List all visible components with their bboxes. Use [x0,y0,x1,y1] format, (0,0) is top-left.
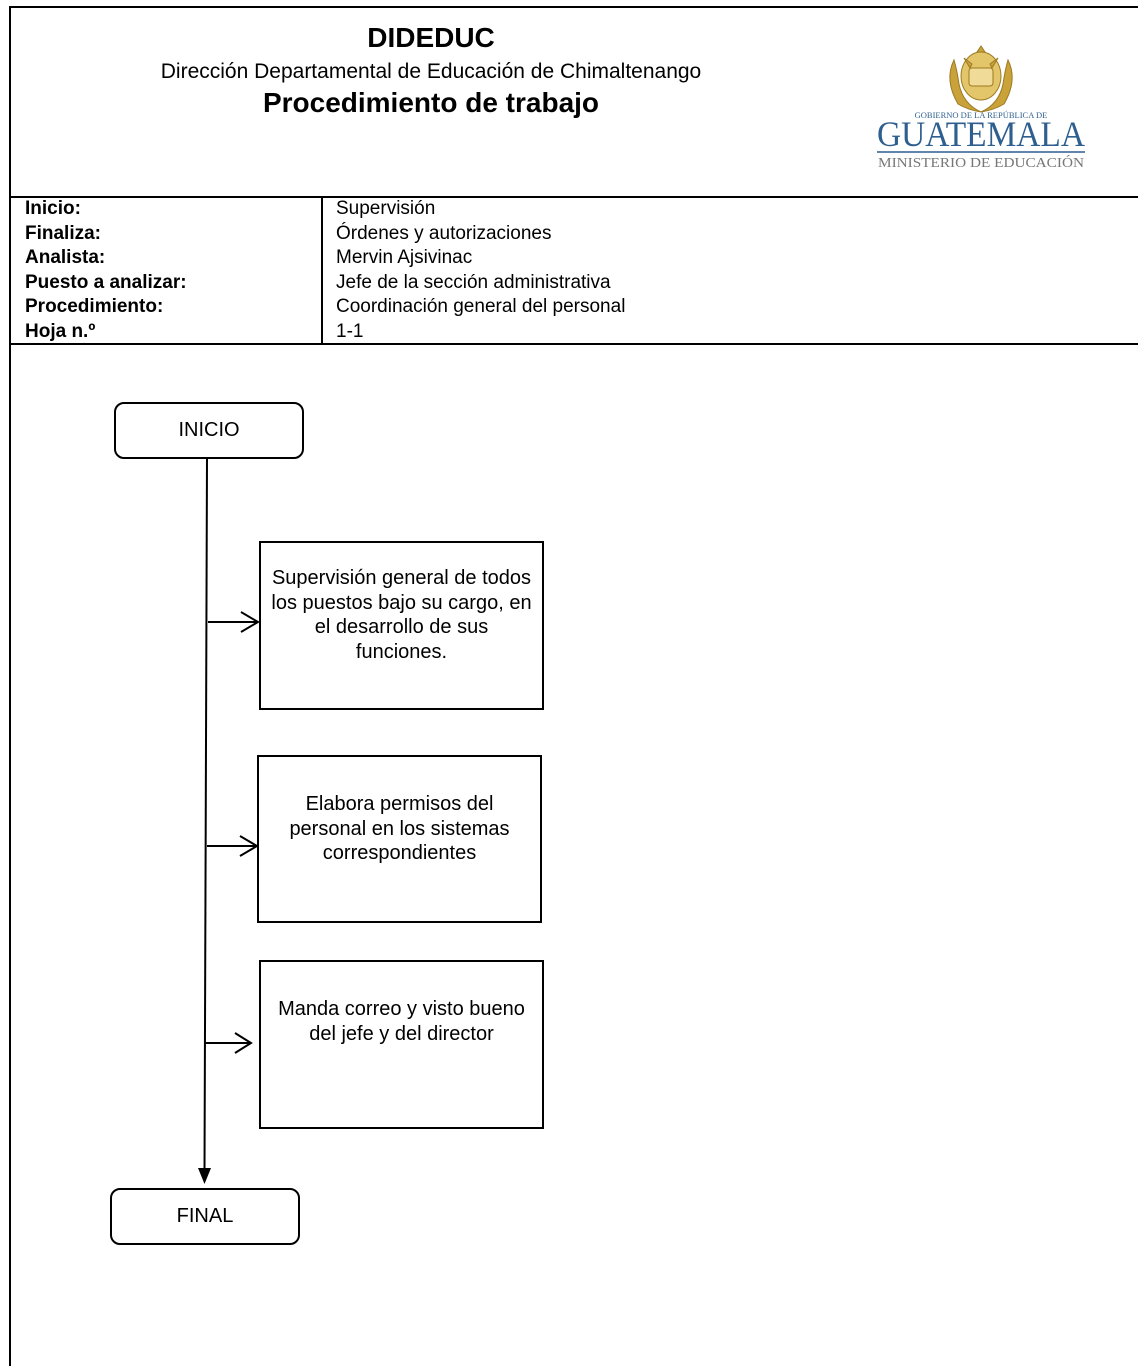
end-node: FINAL [110,1188,300,1245]
info-label-analista: Analista: [25,247,106,268]
info-label-hoja: Hoja n.º [25,320,96,342]
process-step-2-text: Elabora permisos del personal en los sis… [289,793,510,864]
end-label: FINAL [176,1205,234,1228]
process-step-1-text: Supervisión general de todos los puestos… [271,567,532,663]
logo-line1: GOBIERNO DE LA REPÚBLICA DE [915,110,1048,120]
step-arrow-3 [205,1032,253,1054]
info-value-hoja: 1-1 [336,320,364,342]
header-divider [9,196,1138,198]
info-label-finaliza: Finaliza: [25,222,102,244]
org-name: DIDEDUC [367,22,495,53]
info-value-procedimiento: Coordinación general del personal [336,296,626,317]
process-step-3: Manda correo y visto bueno del jefe y de… [259,960,544,1129]
info-value-finaliza: Órdenes y autorizaciones [336,222,552,244]
process-step-1: Supervisión general de todos los puestos… [259,541,544,710]
info-value-puesto: Jefe de la sección administrativa [336,271,611,293]
org-subtitle: Dirección Departamental de Educación de … [160,60,702,83]
info-value-analista: Mervin Ajsivinac [336,247,473,268]
process-step-2: Elabora permisos del personal en los sis… [257,755,542,923]
info-column-divider [321,196,323,345]
info-divider [9,343,1138,345]
step-arrow-1 [208,611,260,633]
page-frame [9,6,1138,1366]
info-label-puesto: Puesto a analizar: [25,271,187,293]
main-flow-line [203,457,208,1171]
info-label-inicio: Inicio: [25,198,81,219]
logo-line2: GUATEMALA [877,114,1085,154]
final-arrowhead [198,1168,211,1184]
info-value-inicio: Supervisión [336,198,436,219]
start-node: INICIO [114,402,304,459]
coat-of-arms-icon: GOBIERNO DE LA REPÚBLICA DE GUATEMALA MI… [877,45,1085,171]
logo-line3: MINISTERIO DE EDUCACIÓN [878,154,1084,171]
guatemala-logo: GOBIERNO DE LA REPÚBLICA DE GUATEMALA MI… [872,40,1090,180]
step-arrow-2 [207,835,259,857]
process-step-3-text: Manda correo y visto bueno del jefe y de… [278,998,525,1045]
page-title: Procedimiento de trabajo [262,87,600,118]
info-label-procedimiento: Procedimiento: [25,296,164,317]
start-label: INICIO [178,419,240,442]
